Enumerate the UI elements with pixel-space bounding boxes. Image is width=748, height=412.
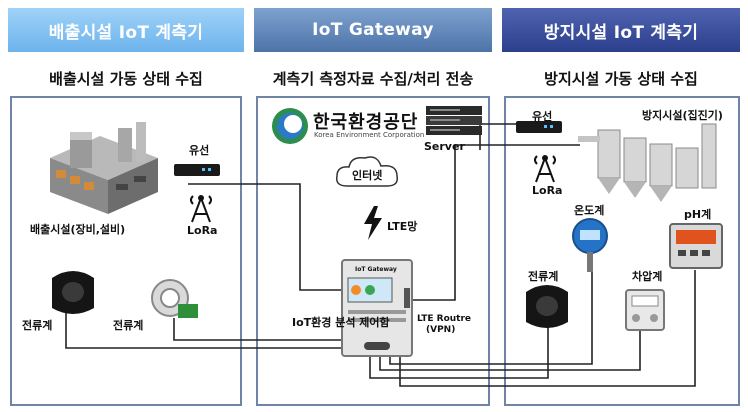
current-sensor-ring-icon bbox=[151, 279, 198, 318]
control-box-screen-title: IoT Gateway bbox=[355, 266, 397, 273]
iot-control-box-icon bbox=[341, 259, 413, 357]
keco-logo-english: Korea Environment Corporation bbox=[314, 131, 425, 139]
lte-label: LTE망 bbox=[387, 220, 418, 233]
wire-ct2 bbox=[173, 318, 345, 341]
header-iot-gateway: IoT Gateway bbox=[254, 8, 492, 52]
wire-thermo bbox=[389, 268, 593, 365]
emission-facility-icon bbox=[50, 122, 158, 214]
internet-label: 인터넷 bbox=[352, 169, 383, 182]
keco-logo-korean: 한국환경공단 bbox=[313, 112, 419, 133]
subtitle-left: 배출시설 가동 상태 수집 bbox=[49, 70, 203, 88]
subtitle-middle: 계측기 측정자료 수집/처리 전송 bbox=[272, 70, 474, 88]
server-label: Server bbox=[424, 140, 465, 153]
server-icon bbox=[426, 106, 482, 135]
ph-meter-icon bbox=[669, 223, 723, 269]
control-box-label: IoT환경 분석 제어함 bbox=[292, 316, 390, 329]
right-lora-label: LoRa bbox=[532, 184, 563, 197]
wire-ct1 bbox=[65, 312, 345, 349]
router-label-line1: LTE Routre bbox=[417, 314, 472, 324]
left-wired-label: 유선 bbox=[189, 144, 210, 157]
right-wired-modem-icon bbox=[516, 121, 562, 133]
prevention-facility-label: 방지시설(집진기) bbox=[642, 109, 723, 122]
left-lora-antenna-icon bbox=[190, 195, 212, 223]
right-current-sensor-icon bbox=[526, 285, 568, 328]
internet-cloud-icon bbox=[335, 156, 399, 187]
panel-gateway bbox=[256, 96, 490, 406]
router-label-line2: (VPN) bbox=[426, 325, 456, 335]
wire-right-ct bbox=[369, 318, 549, 379]
wire-dp bbox=[379, 330, 641, 371]
left-ct1-label: 전류계 bbox=[22, 319, 53, 332]
wire-ph bbox=[399, 270, 696, 387]
subtitle-right: 방지시설 가동 상태 수집 bbox=[544, 70, 698, 88]
left-lora-label: LoRa bbox=[187, 224, 218, 237]
emission-facility-label: 배출시설(장비,설비) bbox=[30, 223, 126, 236]
right-ct-label: 전류계 bbox=[528, 270, 559, 283]
lightning-icon bbox=[364, 206, 382, 240]
left-ct2-label: 전류계 bbox=[113, 319, 144, 332]
keco-logo-icon bbox=[272, 108, 308, 144]
left-wired-modem-icon bbox=[174, 164, 220, 176]
panel-emission bbox=[10, 96, 242, 406]
differential-pressure-gauge-icon bbox=[625, 289, 665, 331]
panel-prevention bbox=[504, 96, 740, 406]
header-emission-iot: 배출시설 IoT 계측기 bbox=[8, 8, 244, 52]
differential-pressure-label: 차압계 bbox=[632, 270, 663, 283]
header-prevention-iot: 방지시설 IoT 계측기 bbox=[502, 8, 740, 52]
right-wired-label: 유선 bbox=[532, 110, 553, 123]
thermometer-label: 온도계 bbox=[574, 204, 605, 217]
right-lora-antenna-icon bbox=[534, 155, 556, 183]
dust-collector-icon bbox=[578, 123, 717, 202]
ph-meter-label: pH계 bbox=[684, 208, 712, 221]
current-sensor-clamp-icon bbox=[52, 271, 94, 314]
wire-wired-emission bbox=[188, 183, 345, 291]
wire-lte-router bbox=[412, 144, 580, 301]
thermometer-icon bbox=[572, 218, 608, 272]
